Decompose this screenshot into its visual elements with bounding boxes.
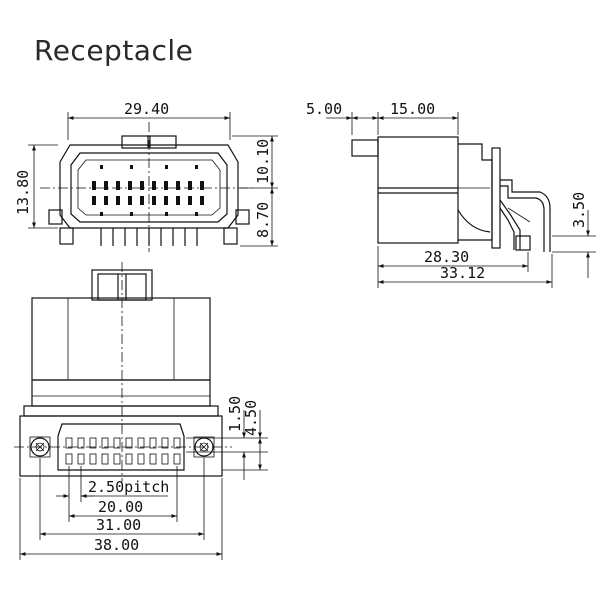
pin-grid <box>65 437 181 465</box>
bottom-dim-a: 1.50 <box>226 396 244 432</box>
side-dim-b: 15.00 <box>390 100 435 118</box>
side-dim-a: 5.00 <box>306 100 342 118</box>
front-height-dim: 13.80 <box>14 170 32 215</box>
drawing-title: Receptacle <box>34 34 194 67</box>
bottom-dim-b: 4.50 <box>242 400 260 436</box>
front-lower-dim: 8.70 <box>254 202 272 238</box>
bottom-view: 1.50 4.50 2.50pitch 20.00 31.00 38.00 <box>14 262 268 560</box>
front-view: 29.40 13.80 10.10 8.70 <box>14 100 278 252</box>
front-width-dim: 29.40 <box>124 100 169 118</box>
bottom-dim-c: 20.00 <box>98 498 143 516</box>
bottom-dim-e: 38.00 <box>94 536 139 554</box>
front-upper-dim: 10.10 <box>254 139 272 184</box>
side-dim-e: 33.12 <box>440 264 485 282</box>
bottom-dim-d: 31.00 <box>96 516 141 534</box>
side-view: 5.00 15.00 3.50 28.30 33.12 <box>306 100 596 288</box>
bottom-pitch-dim: 2.50pitch <box>88 478 169 496</box>
contact-array <box>92 165 204 216</box>
side-dim-c: 3.50 <box>570 192 588 228</box>
side-dim-d: 28.30 <box>424 248 469 266</box>
